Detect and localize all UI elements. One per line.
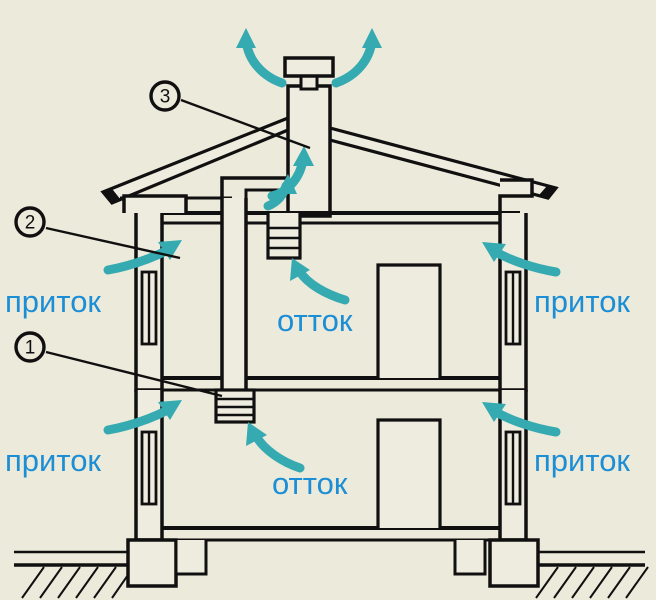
arrow-outflow-lower-floor — [246, 422, 305, 473]
ground-hatching-left — [21, 566, 129, 599]
label-inflow-bottom-left: приток — [5, 443, 101, 478]
callout-marker-3-number: 3 — [160, 87, 171, 108]
callout-marker-2-number: 2 — [25, 213, 36, 234]
arrow-inflow-upper-left — [103, 240, 182, 275]
intermediate-floor-slab — [162, 376, 500, 392]
right-exterior-wall — [488, 178, 540, 588]
chimney-stack — [283, 56, 335, 218]
airflow-arrows — [103, 28, 561, 473]
label-inflow-bottom-right: приток — [534, 443, 630, 478]
arrow-duct-upper-branch — [263, 174, 297, 211]
callout-markers: 3 2 1 — [14, 80, 311, 398]
label-outflow-bottom: отток — [272, 466, 348, 501]
ground-hatching-right — [535, 566, 649, 599]
callout-marker-1-number: 1 — [25, 338, 36, 359]
duct-grille-lower — [214, 388, 256, 424]
callout-marker-1[interactable]: 1 — [14, 331, 223, 398]
callout-marker-2[interactable]: 2 — [14, 206, 181, 260]
label-inflow-top-right: приток — [534, 284, 630, 319]
arrow-inflow-lower-right — [482, 402, 561, 437]
callout-marker-3[interactable]: 3 — [149, 80, 311, 150]
arrow-inflow-upper-right — [482, 242, 561, 277]
ground-floor-slab — [162, 526, 500, 576]
arrow-exhaust-roof-right — [331, 28, 382, 88]
arrow-outflow-upper-floor — [290, 258, 350, 305]
label-outflow-top: отток — [277, 303, 353, 338]
interior-duct-wall — [186, 176, 302, 424]
arrow-duct-attic-riser — [267, 146, 314, 201]
arrow-inflow-lower-left — [103, 400, 182, 435]
windows — [376, 263, 442, 528]
wall-vent-slots — [140, 270, 522, 506]
arrow-exhaust-roof-left — [236, 28, 287, 88]
label-inflow-top-left: приток — [5, 284, 101, 319]
ground-layer — [14, 550, 649, 599]
